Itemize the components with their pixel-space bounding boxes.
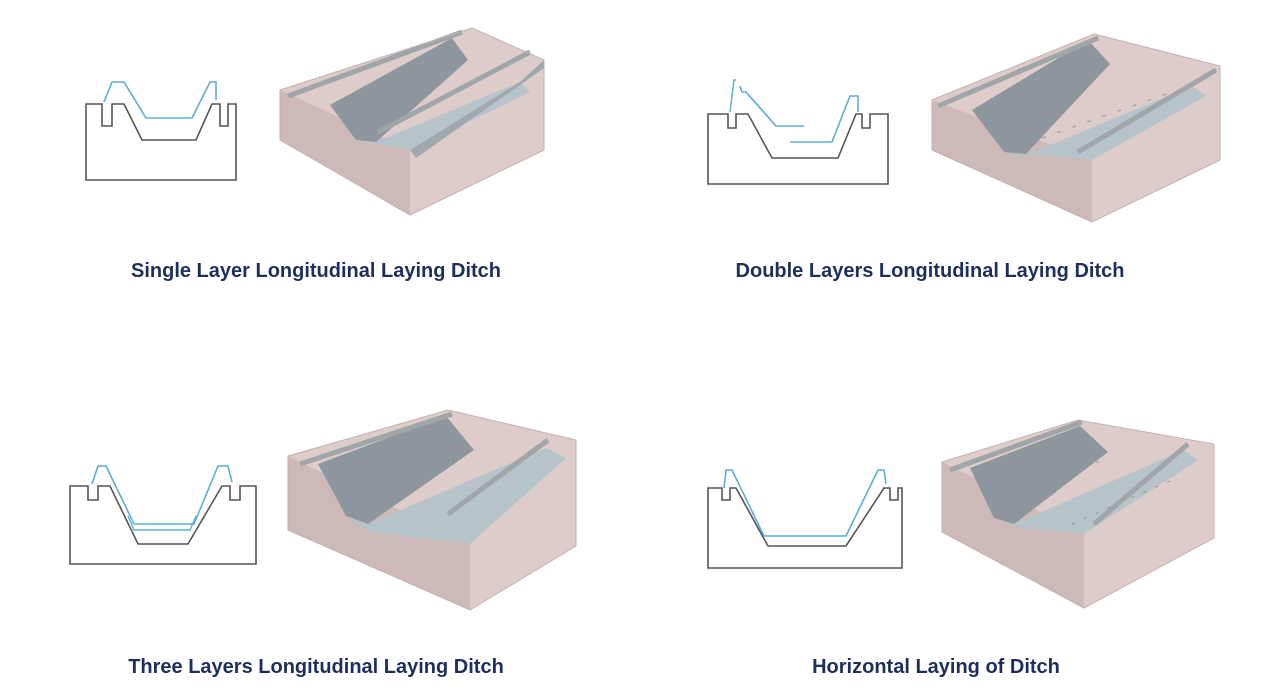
ditch-cross-section-icon	[69, 465, 257, 565]
panel-three-layers-caption: Three Layers Longitudinal Laying Ditch	[128, 656, 504, 678]
panel-double-layers-art: Double Layers Longitudinal Laying Ditch	[707, 33, 1221, 282]
ditch-3d-model-icon	[941, 419, 1215, 609]
panel-single-layer-caption: Single Layer Longitudinal Laying Ditch	[131, 260, 501, 282]
panel-three-layers: Three Layers Longitudinal Laying Ditch	[0, 348, 632, 696]
panel-horizontal-laying: Horizontal Laying of Ditch	[632, 348, 1264, 696]
ditch-cross-section-icon	[707, 79, 889, 185]
panel-single-layer-art: Single Layer Longitudinal Laying Ditch	[85, 27, 545, 282]
ditch-3d-model-icon	[931, 33, 1221, 223]
panel-horizontal-laying-caption: Horizontal Laying of Ditch	[812, 656, 1060, 678]
ditch-cross-section-icon	[707, 469, 903, 569]
ditch-3d-model-icon	[279, 27, 545, 216]
ditch-cross-section-icon	[85, 81, 237, 181]
panel-double-layers: Double Layers Longitudinal Laying Ditch	[632, 0, 1264, 348]
panel-single-layer: Single Layer Longitudinal Laying Ditch	[0, 0, 632, 348]
panel-horizontal-laying-art: Horizontal Laying of Ditch	[707, 419, 1215, 678]
panel-three-layers-art: Three Layers Longitudinal Laying Ditch	[69, 409, 577, 678]
panel-double-layers-caption: Double Layers Longitudinal Laying Ditch	[736, 260, 1125, 282]
ditch-3d-model-icon	[287, 409, 577, 611]
